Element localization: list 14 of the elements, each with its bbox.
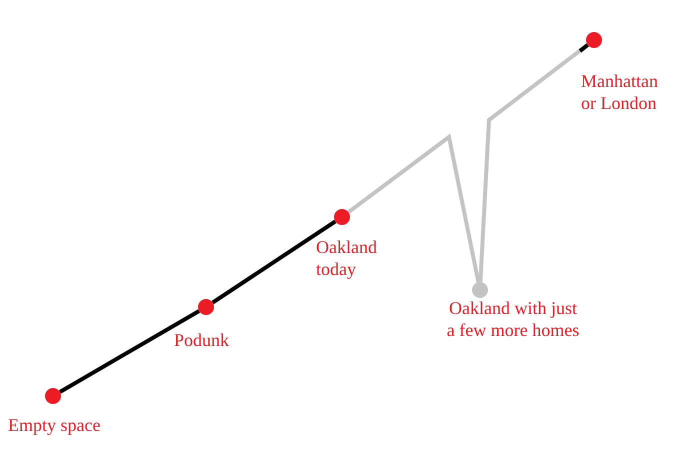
place-label: Podunk <box>174 329 230 351</box>
line <box>58 309 200 394</box>
point-dot <box>45 388 61 404</box>
place-label: Oakland today <box>316 236 378 280</box>
point-dot <box>198 299 214 315</box>
place-label: Empty space <box>8 414 102 436</box>
point-dot <box>334 209 350 225</box>
line <box>212 220 336 304</box>
point-dot <box>472 282 488 298</box>
line <box>478 43 589 282</box>
point-dot <box>586 32 602 48</box>
place-label: Manhattan or London <box>581 70 659 114</box>
line <box>347 134 480 283</box>
place-label: Oakland with just a few more homes <box>446 297 580 341</box>
